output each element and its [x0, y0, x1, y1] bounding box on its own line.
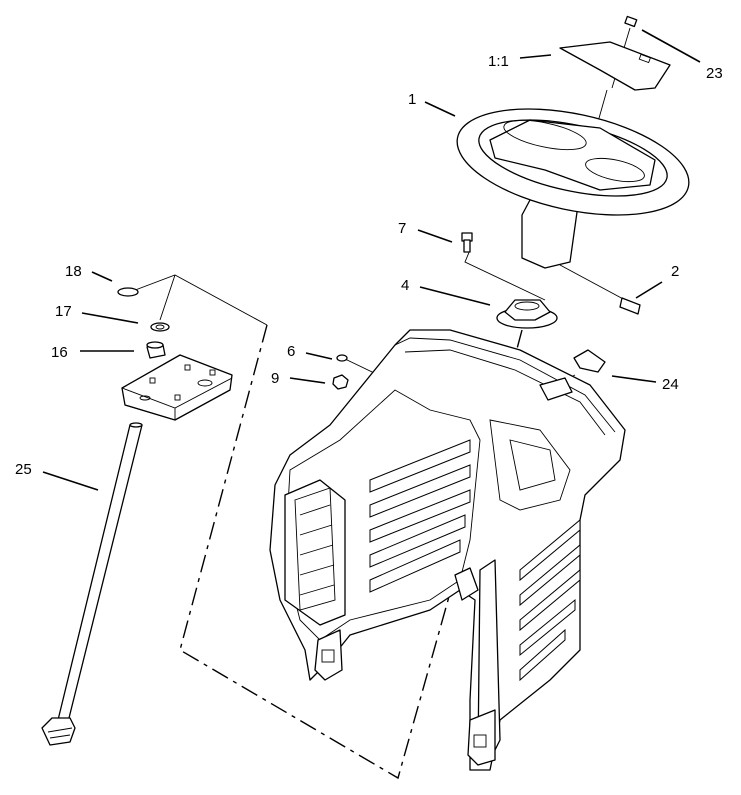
steering-bracket-plate — [121, 354, 233, 421]
callout-4: 4 — [401, 277, 409, 294]
callout-17: 17 — [55, 303, 72, 320]
part-2-pin — [619, 297, 641, 315]
part-18-ring — [117, 287, 139, 297]
part-9-nut — [332, 374, 349, 390]
part-16-bushing — [146, 341, 166, 359]
part-4-hub — [496, 299, 558, 329]
callout-24: 24 — [662, 376, 679, 393]
callout-23: 23 — [706, 65, 723, 82]
leader-lines — [42, 29, 701, 491]
assembly-line-left — [179, 324, 471, 780]
callout-1-1: 1:1 — [488, 53, 509, 70]
callout-9: 9 — [271, 370, 279, 387]
part-17-washer — [150, 322, 170, 332]
steering-wheel — [456, 108, 690, 269]
callout-18: 18 — [65, 263, 82, 280]
part-25-shaft — [41, 422, 143, 746]
part-23-plug — [624, 15, 638, 28]
callout-25: 25 — [15, 461, 32, 478]
part-7-bolt — [461, 232, 473, 253]
callout-6: 6 — [287, 343, 295, 360]
callout-16: 16 — [51, 344, 68, 361]
callout-1: 1 — [408, 91, 416, 108]
steering-cap — [559, 41, 671, 91]
console-slots-left — [369, 439, 471, 593]
callout-7: 7 — [398, 220, 406, 237]
console-panel — [269, 329, 626, 771]
console-slots-right — [519, 518, 581, 682]
part-24-clip — [573, 349, 606, 373]
callout-2: 2 — [671, 263, 679, 280]
part-6-washer — [336, 354, 348, 362]
